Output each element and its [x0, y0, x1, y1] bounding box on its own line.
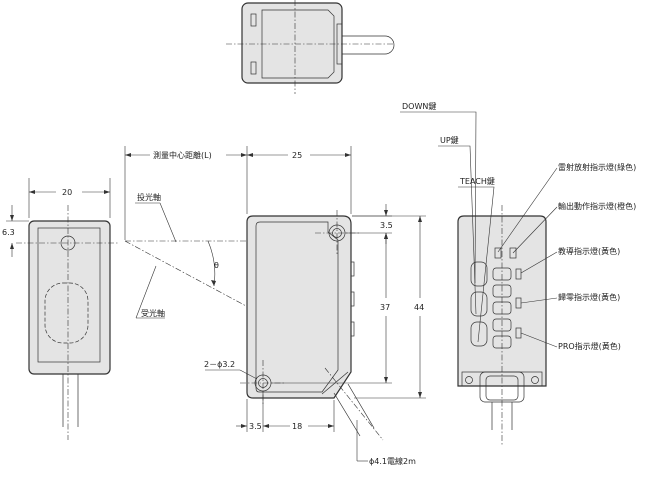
- back-view: DOWN鍵 UP鍵 TEACH鍵 雷射放射指示燈(綠色) 輸出動作指示燈(橙色)…: [400, 101, 636, 445]
- dim-height-44: 44: [414, 303, 424, 312]
- teach-key-label: TEACH鍵: [459, 176, 495, 186]
- emit-axis-label: 投光軸: [137, 192, 161, 202]
- dim-span-37: 37: [380, 303, 390, 312]
- top-view: [226, 0, 395, 94]
- teach-led-label: 教導指示燈(黃色): [558, 246, 620, 256]
- pro-led-label: PRO指示燈(黃色): [558, 341, 621, 351]
- optical-axes: θ 投光軸 受光軸 測量中心距離(L): [124, 146, 249, 319]
- dim-hole-top: 3.5: [380, 221, 393, 230]
- cable-callout: ϕ4.1電線2m: [369, 456, 416, 466]
- front-view: 20 6.3: [2, 178, 118, 440]
- down-key-label: DOWN鍵: [402, 101, 436, 111]
- angle-label: θ: [214, 261, 219, 270]
- holes-callout: 2－ϕ3.2: [204, 360, 235, 369]
- dim-hole-offset: 6.3: [2, 228, 15, 237]
- output-led-label: 輸出動作指示燈(橙色): [558, 201, 636, 211]
- dim-width-front: 20: [62, 188, 72, 197]
- dim-bottom-left: 3.5: [249, 422, 262, 431]
- dim-distance-label: 測量中心距離(L): [153, 150, 212, 160]
- receive-axis-label: 受光軸: [141, 308, 165, 318]
- laser-led-label: 雷射放射指示燈(綠色): [558, 162, 636, 172]
- dim-width-side: 25: [292, 151, 302, 160]
- side-view: 25 3.5 37 44 3.5 18: [204, 146, 426, 466]
- up-key-label: UP鍵: [440, 135, 459, 145]
- dim-bottom-18: 18: [292, 422, 302, 431]
- zero-led-label: 歸零指示燈(黃色): [558, 292, 620, 302]
